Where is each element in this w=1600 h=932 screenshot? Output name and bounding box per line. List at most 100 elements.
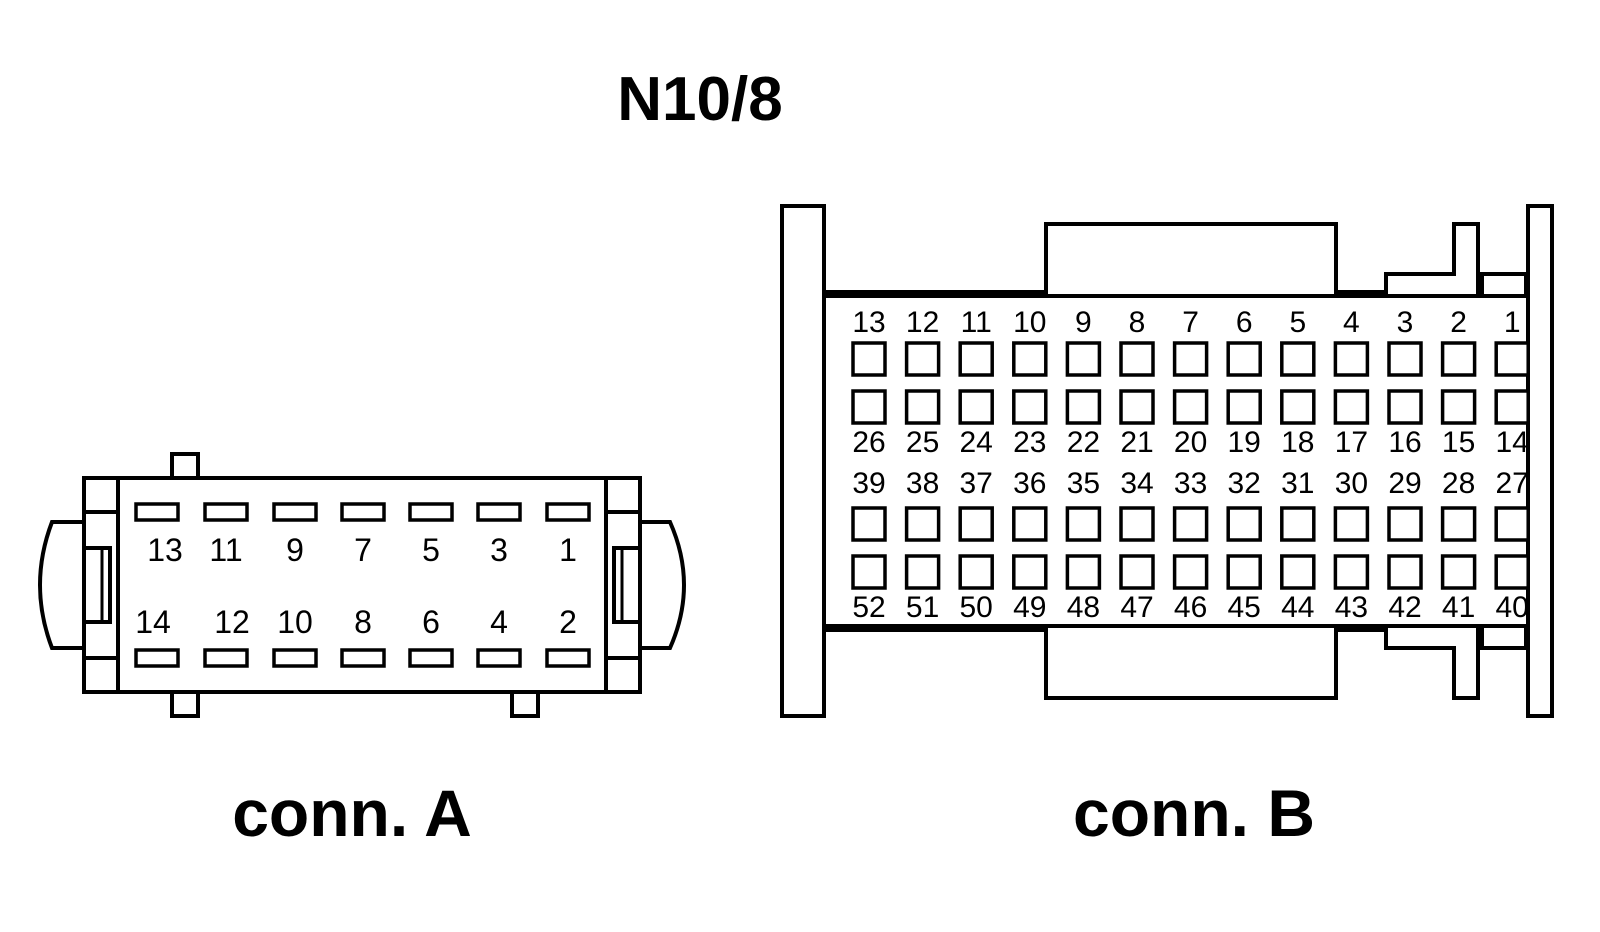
connector-b-pin-cavity [1172,341,1209,377]
connector-b-pin-cavity [1440,341,1477,377]
connector-a-pin-label: 5 [422,532,440,568]
connector-b-pin-label: 17 [1335,426,1368,459]
connector-a-pin-slot [476,502,522,522]
connector-a-pin-slot [340,648,386,668]
connector-b-pin-cavity [1387,341,1423,377]
connector-a-pin-label: 10 [277,604,313,640]
connector-b-pin-cavity [1012,341,1048,377]
connector-b-pin-cavity [1119,554,1155,590]
connector-b-pin-cavity [851,554,887,590]
connector-b-pin-cavity [958,341,994,377]
connector-b-pin-label: 25 [906,426,939,459]
connector-a-corner-tl [82,476,120,514]
connector-b-pin-cavity [1172,389,1209,425]
connector-b-pin-cavity [958,389,994,425]
connector-a-right-socket [612,546,642,624]
connector-b-pin-label: 19 [1228,426,1261,459]
connector-b-pin-cavity [1065,506,1102,542]
connector-a-pin-label: 8 [354,604,372,640]
connector-b-pin-label: 10 [1013,306,1046,339]
connector-a-pin-label: 7 [354,532,372,568]
connector-a-pin-label: 14 [135,604,171,640]
connector-a-pin-label: 4 [490,604,508,640]
connector-b-pin-cavity [1280,389,1316,425]
connector-a-pin-label: 13 [147,532,183,568]
connector-b-pin-cavity [851,389,887,425]
connector-a-pin-slot [545,648,591,668]
connector-b-pin-label: 49 [1013,591,1046,624]
connector-b-pin-label: 39 [852,467,885,500]
connector-b-pin-cavity [1119,506,1155,542]
connector-b-pin-cavity [1333,341,1370,377]
connector-b-pin-cavity [1012,506,1048,542]
connector-b-pin-cavity [1119,389,1155,425]
connector-b-pin-label: 14 [1496,426,1529,459]
connector-b-pin-cavity [1440,554,1477,590]
connector-b-pin-cavity [1226,554,1262,590]
connector-b-pin-cavity [1440,506,1477,542]
connector-b-pin-label: 43 [1335,591,1368,624]
connector-b-pin-label: 18 [1281,426,1314,459]
connector-a-pin-label: 9 [286,532,304,568]
connector-b-pin-label: 11 [961,306,992,339]
connector-b-pin-cavity [1494,506,1530,542]
connector-b-pin-label: 2 [1450,306,1467,339]
connector-b-pin-label: 45 [1228,591,1261,624]
connector-a-pin-slot [408,502,454,522]
connector-b-label: conn. B [1073,776,1315,850]
connector-b-pin-label: 31 [1281,467,1314,500]
connector-b-pin-cavity [958,506,994,542]
connector-b-pin-cavity [1333,506,1370,542]
connector-b-pin-label: 4 [1343,306,1360,339]
connector-a-pin-slot [134,502,180,522]
connector-b-pin-label: 13 [852,306,885,339]
connector-b-pin-cavity [1065,554,1102,590]
connector-b-pin-label: 47 [1120,591,1153,624]
connector-a-pin-slot [545,502,591,522]
connector-b-pin-cavity [1065,389,1102,425]
connector-b-pin-cavity [1226,506,1262,542]
connector-a-pin-slot [203,648,249,668]
connector-a-corner-tr [604,476,642,514]
connector-b-pin-label: 12 [906,306,939,339]
connector-b-pin-cavity [1065,341,1102,377]
connector-b-pin-label: 7 [1182,306,1199,339]
connector-b-pin-label: 29 [1388,467,1421,500]
connector-b-pin-cavity [1226,341,1262,377]
connector-a-pin-slot [203,502,249,522]
connector-b-pin-label: 21 [1120,426,1153,459]
connector-b-pin-cavity [1280,341,1316,377]
connector-b-pin-label: 26 [852,426,885,459]
connector-a-pin-label: 3 [490,532,508,568]
connector-b-pin-cavity [904,341,941,377]
connector-b-pin-label: 51 [906,591,939,624]
connector-b-pin-label: 35 [1067,467,1100,500]
connector-b-pin-label: 20 [1174,426,1207,459]
connector-b-pin-label: 15 [1442,426,1475,459]
connector-b-pin-cavity [1494,341,1530,377]
connector-b-pin-label: 22 [1067,426,1100,459]
connector-b-pin-cavity [851,506,887,542]
connector-b-pin-label: 50 [960,591,993,624]
connector-b-pin-label: 23 [1013,426,1046,459]
connector-b-pin-label: 9 [1075,306,1092,339]
connector-a-pin-label: 6 [422,604,440,640]
connector-b-pin-label: 16 [1388,426,1421,459]
connector-b-pin-cavity [1387,389,1423,425]
connector-b-pin-label: 1 [1504,306,1521,339]
connector-b-pin-label: 30 [1335,467,1368,500]
connector-a-left-latch [38,520,120,650]
connector-b-pin-label: 37 [960,467,993,500]
connector-a-left-socket [82,546,112,624]
connector-b-housing [780,204,1554,718]
connector-b-pin-label: 32 [1228,467,1261,500]
connector-b-pin-cavity [1387,506,1423,542]
connector-b-pin-cavity [904,554,941,590]
connector-b-pin-cavity [904,389,941,425]
connector-a-pin-label: 11 [209,532,242,568]
connector-a-pin-slot [408,648,454,668]
connector-b-pin-label: 28 [1442,467,1475,500]
connector-b-pin-label: 27 [1496,467,1529,500]
